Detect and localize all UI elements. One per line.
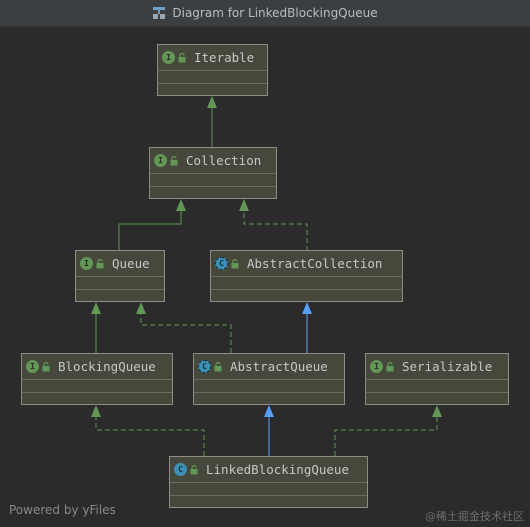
edge-abstractqueue-abstractcollection — [302, 302, 312, 353]
edge-linkedblockingqueue-blockingqueue — [91, 405, 205, 456]
node-linked-blocking-queue[interactable]: C LinkedBlockingQueue — [169, 456, 368, 508]
diagram-icon — [153, 7, 166, 19]
node-label: Queue — [112, 256, 150, 271]
node-label: Collection — [186, 153, 262, 168]
node-queue[interactable]: I Queue — [75, 250, 165, 302]
node-label: AbstractCollection — [247, 256, 383, 271]
abstract-class-icon: C — [198, 360, 211, 373]
edge-abstractcollection-collection — [239, 199, 308, 251]
node-iterable[interactable]: I Iterable — [157, 44, 268, 96]
public-lock-icon — [42, 361, 50, 371]
node-serializable[interactable]: I Serializable — [365, 353, 509, 405]
edge-collection-iterable — [207, 96, 217, 148]
powered-by-footer: Powered by yFiles — [9, 503, 116, 517]
interface-icon: I — [154, 154, 167, 167]
window-title: Diagram for LinkedBlockingQueue — [172, 6, 378, 20]
edge-linkedblockingqueue-serializable — [334, 405, 442, 456]
interface-icon: I — [80, 257, 93, 270]
node-abstract-collection[interactable]: C AbstractCollection — [210, 250, 403, 302]
node-label: Iterable — [194, 50, 255, 65]
edge-queue-collection — [118, 199, 186, 251]
node-collection[interactable]: I Collection — [149, 147, 277, 199]
edge-abstractqueue-queue — [136, 302, 232, 353]
edge-blockingqueue-queue — [91, 302, 101, 353]
public-lock-icon — [214, 361, 222, 371]
public-lock-icon — [231, 258, 239, 268]
node-label: LinkedBlockingQueue — [206, 462, 349, 477]
public-lock-icon — [190, 464, 198, 474]
interface-icon: I — [162, 51, 175, 64]
node-label: Serializable — [402, 359, 493, 374]
public-lock-icon — [178, 52, 186, 62]
node-label: AbstractQueue — [230, 359, 328, 374]
interface-icon: I — [370, 360, 383, 373]
public-lock-icon — [386, 361, 394, 371]
node-abstract-queue[interactable]: C AbstractQueue — [193, 353, 345, 405]
node-blocking-queue[interactable]: I BlockingQueue — [21, 353, 173, 405]
class-icon: C — [174, 463, 187, 476]
abstract-class-icon: C — [215, 257, 228, 270]
node-label: BlockingQueue — [58, 359, 156, 374]
title-bar: Diagram for LinkedBlockingQueue — [0, 0, 530, 27]
public-lock-icon — [170, 155, 178, 165]
watermark: @稀土掘金技术社区 — [425, 510, 524, 523]
edge-linkedblockingqueue-abstractqueue — [264, 405, 274, 456]
public-lock-icon — [96, 258, 104, 268]
interface-icon: I — [26, 360, 39, 373]
